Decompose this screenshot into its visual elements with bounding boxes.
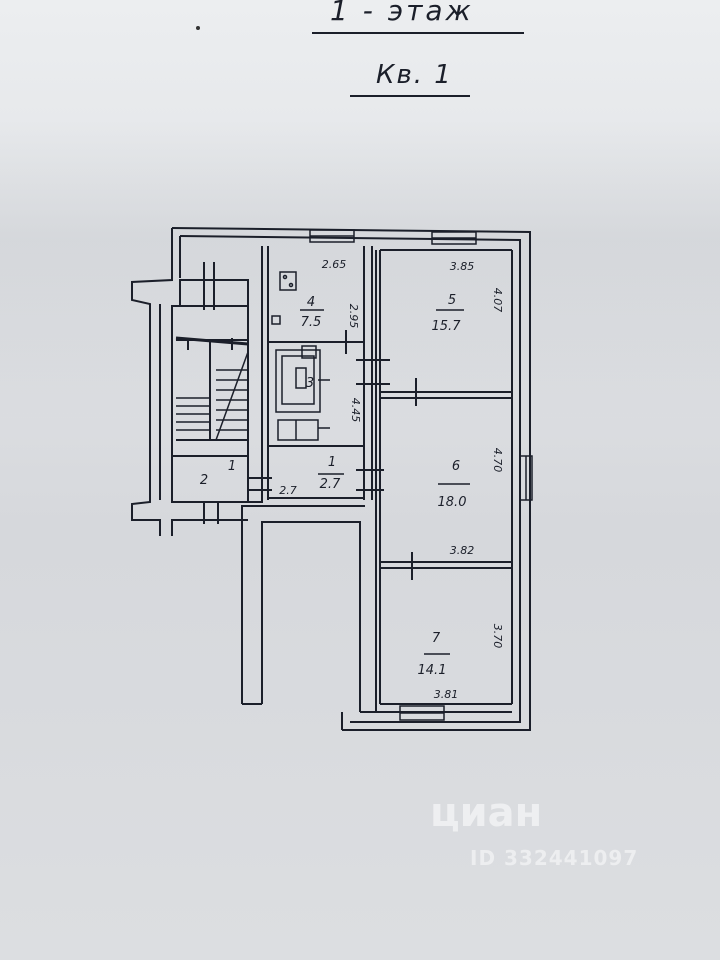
apartment-title: Кв. 1 xyxy=(376,60,453,90)
photo-shadow xyxy=(0,120,720,420)
floor-title-underline xyxy=(312,32,524,34)
dim-room7-side: 3.70 xyxy=(491,624,504,649)
watermark-brand: циан xyxy=(430,790,543,836)
dim-room5-side: 4.07 xyxy=(491,288,504,313)
room-6-number: 6 xyxy=(452,459,460,474)
dim-room6-side: 4.70 xyxy=(491,448,504,473)
apartment-title-underline xyxy=(350,95,470,97)
dim-kitchen-top: 2.65 xyxy=(322,258,347,271)
dim-room6-bottom: 3.82 xyxy=(450,544,475,557)
dim-bath-side: 4.45 xyxy=(349,398,362,423)
room-6-area: 18.0 xyxy=(438,495,467,510)
floor-title: 1 - этаж xyxy=(330,0,474,27)
windows xyxy=(309,229,533,721)
room-3-number: 3 xyxy=(306,376,314,391)
room-1-area: 2.7 xyxy=(320,477,341,492)
room-5-area: 15.7 xyxy=(432,319,462,334)
bath-fixtures xyxy=(275,345,330,441)
stairwell xyxy=(171,262,249,503)
ink-dot xyxy=(196,26,200,30)
interior-walls xyxy=(248,246,513,713)
dim-hall-bottom: 2.7 xyxy=(279,484,297,497)
door-marks xyxy=(187,330,417,580)
kitchen-stove xyxy=(271,271,297,325)
room-4-area: 7.5 xyxy=(301,315,322,330)
room-7-number: 7 xyxy=(432,631,441,646)
room-2-area: 1 xyxy=(228,459,236,474)
room-7-area: 14.1 xyxy=(418,663,447,678)
room-1-number: 1 xyxy=(328,455,336,470)
room-4-number: 4 xyxy=(307,295,315,310)
dim-kitchen-side: 2.95 xyxy=(347,304,360,329)
room-2-number: 2 xyxy=(200,473,208,488)
dim-room5-top: 3.85 xyxy=(450,260,475,273)
watermark-id: ID 332441097 xyxy=(470,846,639,870)
dim-room7-bottom: 3.81 xyxy=(434,688,459,701)
room-5-number: 5 xyxy=(448,293,456,308)
